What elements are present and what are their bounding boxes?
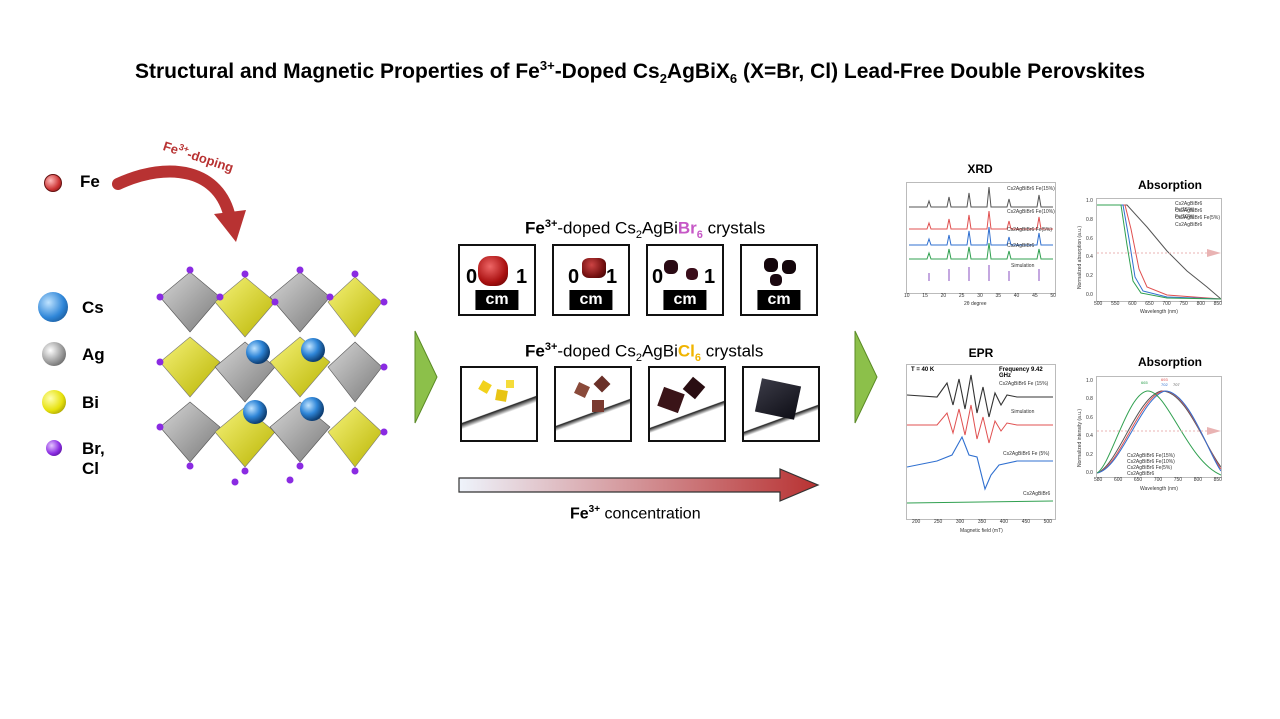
cl-crystal-photo-3	[648, 366, 726, 442]
page-title: Structural and Magnetic Properties of Fe…	[134, 58, 1146, 87]
crystal-icon	[478, 256, 508, 286]
crystal-structure	[156, 266, 388, 486]
crystal-icon	[478, 380, 492, 394]
br-crystal-photo-1: 0 1 cm	[458, 244, 536, 316]
abs2-plot: 665 693 702 707 Cs2AgBiBr6 Fe(15%) Cs2Ag…	[1096, 376, 1222, 478]
crystal-icon	[754, 378, 802, 420]
xrd-title: XRD	[967, 162, 993, 176]
crystal-icon	[574, 382, 590, 398]
cs-atom-icon	[38, 292, 68, 322]
br-crystal-photo-3: 0 1 cm	[646, 244, 724, 316]
bi-atom-icon	[42, 390, 66, 414]
crystal-icon	[506, 380, 514, 388]
crystal-icon	[582, 258, 606, 278]
ag-atom-icon	[42, 342, 66, 366]
crystal-icon	[682, 376, 706, 400]
br-crystal-photo-2: 0 1 cm	[552, 244, 630, 316]
cl-crystal-photo-1	[460, 366, 538, 442]
doping-arrow	[112, 165, 246, 242]
abs1-ylabel: Normalized absorption (a.u.)	[1077, 225, 1083, 289]
abs1-plot: Cs2AgBiBr6 Fe(15%) Cs2AgBiBr6 Fe(10%) Cs…	[1096, 198, 1222, 302]
abs2-xlabel: Wavelength (nm)	[1140, 486, 1178, 492]
abs2-ylabel: Normalized intensity (a.u.)	[1077, 408, 1083, 467]
abs2-title: Absorption	[1138, 355, 1202, 369]
br-crystal-photo-4: cm	[740, 244, 818, 316]
cl-crystal-photo-4	[742, 366, 820, 442]
abs1-title: Absorption	[1138, 178, 1202, 192]
crystal-icon	[770, 274, 782, 286]
crystal-icon	[495, 389, 508, 402]
abs1-xlabel: Wavelength (nm)	[1140, 309, 1178, 315]
crystal-icon	[593, 375, 611, 393]
flow-chevron-2	[854, 330, 878, 424]
halide-atom-icon	[46, 440, 62, 456]
concentration-label: Fe3+ concentration	[570, 504, 701, 523]
flow-chevron-1	[414, 330, 438, 424]
crystal-icon	[592, 400, 604, 412]
cl-crystals-caption: Fe3+-doped Cs2AgBiCl6 crystals	[525, 341, 764, 365]
cl-crystal-photo-2	[554, 366, 632, 442]
xrd-plot: Cs2AgBiBr6 Fe(15%) Cs2AgBiBr6 Fe(10%) Cs…	[906, 182, 1056, 294]
epr-title: EPR	[968, 346, 994, 360]
crystal-icon	[764, 258, 778, 272]
crystal-icon	[664, 260, 678, 274]
epr-plot: T = 40 K Frequency 9.42 GHz Cs2AgBiBr6 F…	[906, 364, 1056, 520]
fe-atom-icon	[44, 174, 62, 192]
crystal-icon	[657, 386, 685, 414]
crystal-icon	[782, 260, 796, 274]
br-crystals-caption: Fe3+-doped Cs2AgBiBr6 crystals	[525, 218, 766, 242]
epr-xlabel: Magnetic field (mT)	[960, 528, 1003, 534]
xrd-xlabel: 2θ degree	[964, 301, 987, 307]
crystal-icon	[686, 268, 698, 280]
concentration-arrow	[458, 468, 820, 502]
